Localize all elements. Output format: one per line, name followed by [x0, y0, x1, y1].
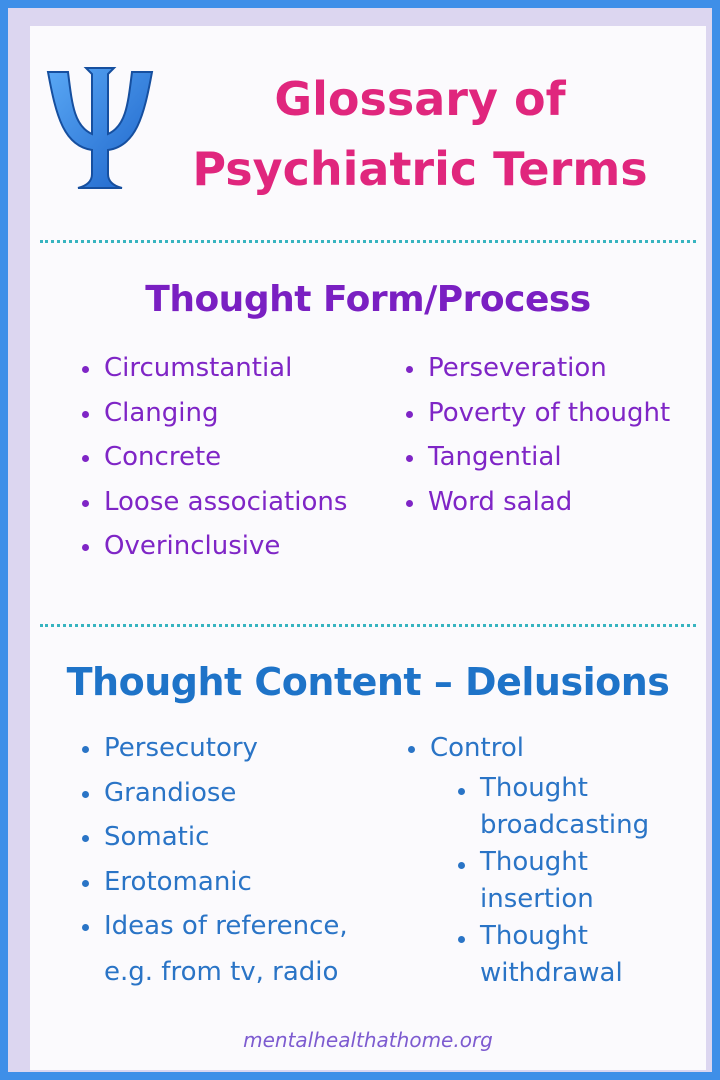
list-item: Ideas of reference, — [78, 904, 348, 949]
sub-list-item: Thought insertion — [454, 844, 670, 918]
thought-content-list-right: Control Thought broadcasting Thought ins… — [404, 726, 670, 992]
sub-list-item: Thought withdrawal — [454, 918, 670, 992]
list-item: Loose associations — [78, 480, 347, 525]
list-item: Word salad — [402, 480, 670, 525]
list-item: Concrete — [78, 435, 347, 480]
list-item: Overinclusive — [78, 524, 347, 569]
list-item: Persecutory — [78, 726, 348, 771]
thought-form-list-right: Perseveration Poverty of thought Tangent… — [402, 346, 670, 524]
thought-content-heading: Thought Content – Delusions — [66, 660, 670, 704]
psi-icon — [46, 67, 154, 189]
list-item: Erotomanic — [78, 860, 348, 905]
list-item: Circumstantial — [78, 346, 347, 391]
list-item-label: Control — [430, 733, 524, 763]
section-divider — [40, 624, 696, 627]
thought-form-heading: Thought Form/Process — [145, 279, 591, 320]
page-title-line-1: Glossary of — [274, 72, 566, 126]
list-item: Perseveration — [402, 346, 670, 391]
list-item: Somatic — [78, 815, 348, 860]
list-item: Clanging — [78, 391, 347, 436]
section-divider — [40, 240, 696, 243]
list-item-continuation: e.g. from tv, radio — [104, 956, 339, 987]
list-item: Control Thought broadcasting Thought ins… — [404, 726, 670, 992]
control-sub-list: Thought broadcasting Thought insertion T… — [430, 770, 670, 992]
list-item: Poverty of thought — [402, 391, 670, 436]
thought-form-list-left: Circumstantial Clanging Concrete Loose a… — [78, 346, 347, 569]
list-item: Grandiose — [78, 771, 348, 816]
sub-list-item: Thought broadcasting — [454, 770, 670, 844]
glossary-card: Glossary of Psychiatric Terms Thought Fo… — [30, 26, 706, 1070]
footer-website: mentalhealthathome.org — [243, 1028, 493, 1052]
list-item: Tangential — [402, 435, 670, 480]
thought-content-list-left: Persecutory Grandiose Somatic Erotomanic… — [78, 726, 348, 995]
page-title-line-2: Psychiatric Terms — [192, 142, 648, 196]
page-frame: Glossary of Psychiatric Terms Thought Fo… — [8, 8, 712, 1072]
